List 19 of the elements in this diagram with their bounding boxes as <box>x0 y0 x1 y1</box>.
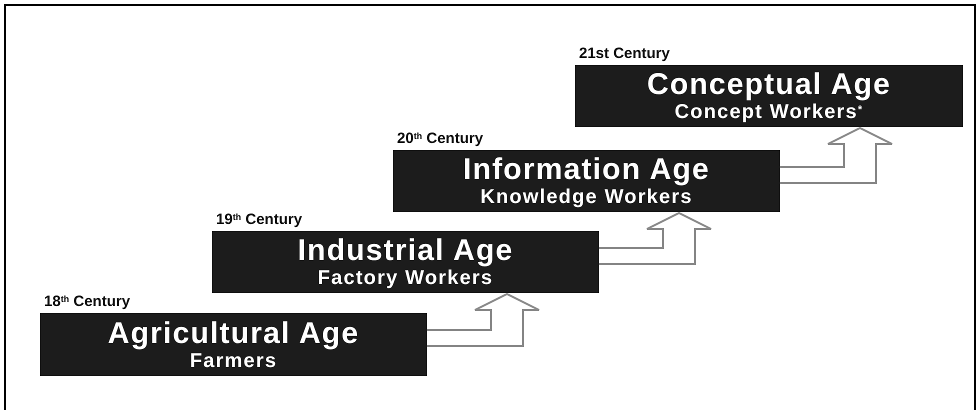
workers-subtitle: Concept Workers$^{*}$ <box>674 101 864 123</box>
century-label: 19$^{th}$ Century <box>216 212 302 227</box>
age-box <box>393 150 780 212</box>
block-arrow <box>598 212 712 265</box>
century-label: 20$^{th}$ Century <box>397 131 484 146</box>
block-arrow <box>779 126 893 184</box>
age-title: Industrial Age <box>298 235 514 267</box>
century-label: 18$^{th}$ Century <box>44 294 130 309</box>
age-title: Agricultural Age <box>108 318 360 350</box>
workers-subtitle: Farmers <box>190 350 278 372</box>
century-label: 21st Century <box>579 46 670 61</box>
age-title: Information Age <box>463 154 710 186</box>
age-title: Conceptual Age <box>646 69 892 101</box>
age-box <box>212 231 599 293</box>
age-box <box>40 313 427 376</box>
workers-subtitle: Factory Workers <box>318 267 494 289</box>
workers-subtitle: Knowledge Workers <box>480 186 693 208</box>
age-box <box>575 65 963 127</box>
block-arrow <box>426 292 540 347</box>
